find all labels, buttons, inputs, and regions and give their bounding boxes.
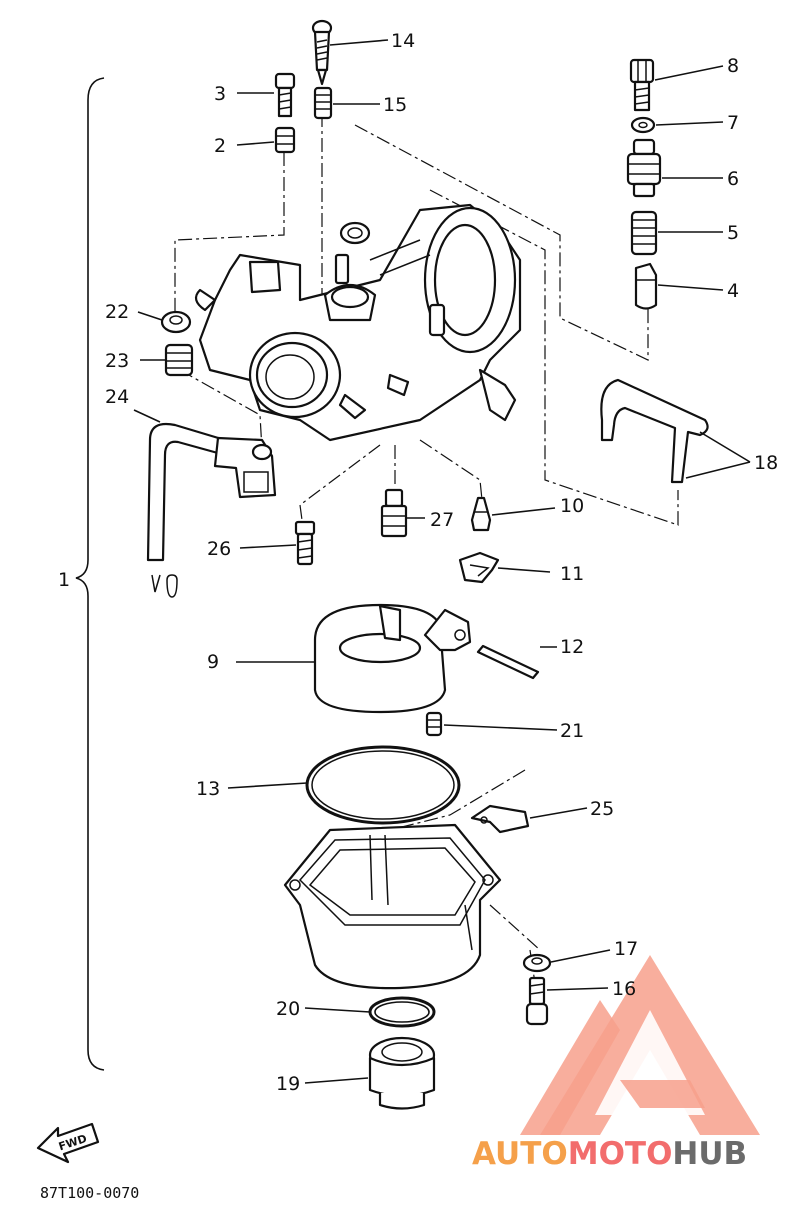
label-part-27: 27 [430, 509, 454, 531]
part-11-clip [458, 551, 500, 584]
leader-lines [133, 39, 751, 1084]
label-part-3: 3 [214, 83, 226, 105]
watermark-moto: MOTO [568, 1136, 673, 1172]
label-part-11: 11 [560, 563, 584, 585]
part-7-washer [630, 116, 656, 134]
part-17-washer [522, 953, 552, 973]
part-13-gasket [305, 745, 461, 825]
watermark-logo [520, 955, 760, 1135]
part-2-spring [274, 126, 296, 154]
label-part-23: 23 [105, 350, 129, 372]
label-part-9: 9 [207, 651, 219, 673]
watermark-hub: HUB [672, 1136, 747, 1172]
label-part-8: 8 [727, 55, 739, 77]
part-3-screw [274, 72, 296, 118]
part-12-pin [476, 644, 540, 680]
assembly-bracket [75, 77, 105, 1071]
part-6-plunger-cap [626, 138, 662, 198]
label-part-14: 14 [391, 30, 415, 52]
watermark-text: AUTOMOTOHUB [472, 1136, 747, 1172]
part-14-pilot-screw [311, 19, 333, 86]
label-part-12: 12 [560, 636, 584, 658]
label-part-16: 16 [612, 978, 636, 1000]
part-10-needle-valve [470, 496, 492, 532]
part-21-screw [425, 711, 443, 737]
part-4-starter-plunger [634, 262, 658, 310]
part-15-spring [313, 86, 333, 120]
part-27-jet [380, 488, 408, 538]
label-part-26: 26 [207, 538, 231, 560]
fwd-arrow-icon [36, 1122, 100, 1164]
label-part-7: 7 [727, 112, 739, 134]
diagram-code: 87T100-0070 [40, 1184, 139, 1202]
label-part-4: 4 [727, 280, 739, 302]
part-24-hose-sensor [146, 422, 277, 598]
part-5-spring [630, 210, 658, 256]
part-26-jet [294, 520, 316, 566]
part-25-plate [470, 804, 530, 834]
part-20-o-ring [368, 996, 436, 1028]
label-part-6: 6 [727, 168, 739, 190]
label-part-1: 1 [58, 569, 70, 591]
watermark-auto: AUTO [472, 1136, 568, 1172]
callout-labels: 14 15 3 2 8 7 6 5 4 22 23 24 18 10 27 26… [58, 30, 778, 1095]
label-part-19: 19 [276, 1073, 300, 1095]
part-19-drain-plug [368, 1036, 436, 1110]
part-18-hose [600, 378, 709, 484]
label-part-15: 15 [383, 94, 407, 116]
part-23-spring [164, 343, 194, 377]
label-part-5: 5 [727, 222, 739, 244]
label-part-18: 18 [754, 452, 778, 474]
label-part-2: 2 [214, 135, 226, 157]
label-part-22: 22 [105, 301, 129, 323]
label-part-17: 17 [614, 938, 638, 960]
label-part-24: 24 [105, 386, 129, 408]
label-part-10: 10 [560, 495, 584, 517]
part-16-screw [525, 976, 549, 1026]
label-part-13: 13 [196, 778, 220, 800]
label-part-20: 20 [276, 998, 300, 1020]
part-9-float [313, 603, 472, 714]
label-part-21: 21 [560, 720, 584, 742]
carburetor-body [194, 203, 522, 442]
label-part-25: 25 [590, 798, 614, 820]
part-8-bolt [629, 58, 655, 112]
float-bowl [283, 823, 502, 990]
part-22-washer [160, 310, 192, 334]
